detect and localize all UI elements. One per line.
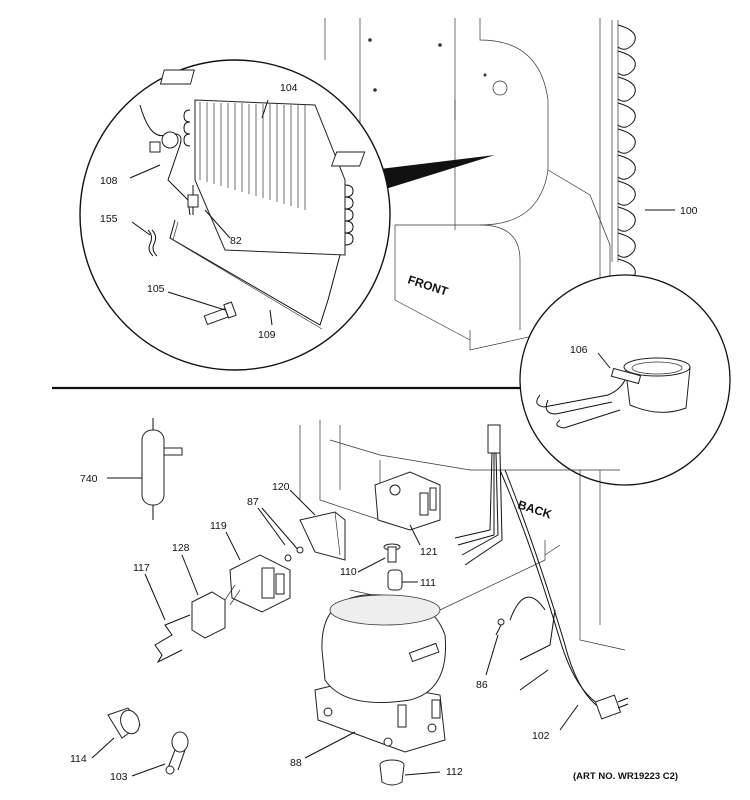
relay-121 xyxy=(374,471,441,546)
part-label-105: 105 xyxy=(147,283,165,295)
part-label-82: 82 xyxy=(230,235,242,247)
wiring-harness xyxy=(454,424,629,731)
part-label-100: 100 xyxy=(680,205,698,217)
accumulator-clip-callout xyxy=(519,274,731,486)
condenser-coil xyxy=(611,20,675,284)
part-label-109: 109 xyxy=(258,329,276,341)
front-label: FRONT xyxy=(406,273,450,299)
screw-105 xyxy=(203,301,237,326)
screw-86 xyxy=(485,618,505,676)
compressor-88 xyxy=(304,594,447,759)
grommet-111 xyxy=(387,569,418,591)
back-label: BACK xyxy=(516,498,554,522)
cap-114 xyxy=(91,707,141,759)
art-number: (ART NO. WR19223 C2) xyxy=(573,771,678,782)
screws-87 xyxy=(257,507,304,562)
evaporator-callout xyxy=(79,59,391,371)
evaporator xyxy=(183,99,354,256)
bracket-120 xyxy=(289,489,346,561)
part-label-104: 104 xyxy=(280,82,298,94)
part-label-88: 88 xyxy=(290,757,302,769)
part-label-106: 106 xyxy=(570,344,588,356)
part-label-740: 740 xyxy=(80,473,98,485)
part-label-103: 103 xyxy=(110,771,128,783)
part-label-110: 110 xyxy=(340,566,357,578)
screw-110 xyxy=(357,543,401,573)
part-label-121: 121 xyxy=(420,546,438,558)
part-label-117: 117 xyxy=(133,562,150,574)
relay-cover-128 xyxy=(181,554,226,639)
clamp-103 xyxy=(131,731,189,777)
part-label-102: 102 xyxy=(532,730,550,742)
grommet-112 xyxy=(379,759,441,786)
part-label-112: 112 xyxy=(446,766,463,778)
part-label-114: 114 xyxy=(70,753,87,765)
part-label-111: 111 xyxy=(420,577,436,589)
wire-117 xyxy=(144,573,191,664)
part-label-155: 155 xyxy=(100,213,118,225)
part-label-128: 128 xyxy=(172,542,190,554)
part-label-86: 86 xyxy=(476,679,488,691)
part-label-108: 108 xyxy=(100,175,118,187)
part-label-119: 119 xyxy=(210,520,227,532)
overload-119 xyxy=(224,531,291,613)
part-label-120: 120 xyxy=(272,481,290,493)
accumulator-740 xyxy=(107,418,183,520)
part-label-87: 87 xyxy=(247,496,259,508)
